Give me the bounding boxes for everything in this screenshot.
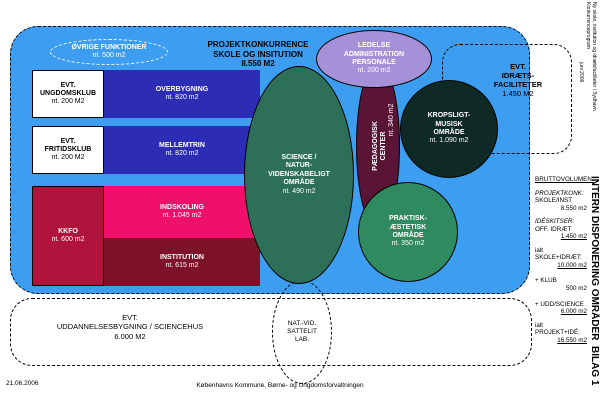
indskoling-value: nt. 1.045 m2 xyxy=(162,212,202,219)
idraet-line3: FACILITETER xyxy=(493,80,543,89)
header: PROJEKTKONKURRENCE SKOLE OG INSITUTION 8… xyxy=(198,40,318,69)
ialt1-label: ialt SKOLE+IDRÆT: xyxy=(535,246,582,262)
projekt-label2: SKOLE/INST xyxy=(535,197,573,205)
corner-note-line: Konkurrenceprogram xyxy=(584,2,591,49)
ledelse-line1: LEDELSE xyxy=(357,42,391,50)
indskoling-box: INDSKOLING nt. 1.045 m2 xyxy=(104,186,260,238)
kkfo-value: nt. 600 m2 xyxy=(51,236,85,243)
natvid-lab: NAT.-VID. SATTELIT LAB. xyxy=(272,280,332,384)
fritidsklub-box: EVT. FRITIDSKLUB nt. 200 M2 xyxy=(32,126,104,174)
praktisk-line3: OMRÅDE xyxy=(392,232,424,239)
institution-value: nt. 615 m2 xyxy=(165,262,199,269)
ungdomsklub-line2: UNGDOMSKLUB xyxy=(40,89,96,97)
ialt2-value: 16.550 m2 xyxy=(557,336,587,344)
klub-label: + KLUB xyxy=(535,277,557,285)
praktisk-line1: PRAKTISK- xyxy=(388,215,428,223)
ovrige-value: nt. 500 m2 xyxy=(92,52,126,59)
sidebar-heading: BRUTTOVOLUMEN: xyxy=(535,176,594,183)
idraet-line1: EVT. xyxy=(510,62,526,71)
footer-org: Københavns Kommune, Børne- og Ungdomsfor… xyxy=(196,382,364,389)
idraet-value: 1.450 M2 xyxy=(502,89,534,98)
mellemtrin-value: nt. 820 m2 xyxy=(165,150,199,157)
uddannelse-value: 6.000 M2 xyxy=(114,331,146,341)
natvid-line2: SATTELIT xyxy=(287,328,317,336)
uddannelse-label: EVT. UDDANNELSESBYGNING / SCIENCEHUS 6.0… xyxy=(20,313,240,341)
ide-label2: OFF. IDRÆT xyxy=(535,225,572,233)
ledelse-line3: PERSONALE xyxy=(352,59,396,66)
side-title: INTERN DISPONERING OMRÅDER BILAG 1 xyxy=(589,176,600,386)
udd-label: + UDD/SCIENCE xyxy=(535,300,584,308)
fritidsklub-value: nt. 200 M2 xyxy=(51,154,85,162)
institution-label: INSTITUTION xyxy=(160,253,204,261)
ide-label1: IDÉSKITSER: xyxy=(535,218,575,226)
header-subtitle: SKOLE OG INSITUTION xyxy=(213,49,303,59)
ovrige-funktioner: ØVRIGE FUNKTIONER nt. 500 m2 xyxy=(50,39,168,65)
ungdomsklub-line1: EVT. xyxy=(60,81,76,89)
ialt1-value: 10.000 m2 xyxy=(557,261,587,269)
mellemtrin-box: MELLEMTRIN nt. 820 m2 xyxy=(104,126,260,174)
paedagogisk-label: PÆDAGOGISK CENTER xyxy=(372,96,389,196)
praktisk-area: PRAKTISK- ÆSTETISK OMRÅDE nt. 350 m2 xyxy=(358,182,458,282)
ide-value: 1.450 m2 xyxy=(560,233,587,241)
indskoling-label: INDSKOLING xyxy=(160,203,204,211)
kropsligt-line1: KROPSLIGT- xyxy=(427,112,471,120)
ungdomsklub-value: nt. 200 M2 xyxy=(51,98,85,106)
overbygning-value: nt. 820 m2 xyxy=(165,94,199,101)
fritidsklub-line2: FRITIDSKLUB xyxy=(44,145,92,153)
paedagogisk-value: nt. 340 m2 xyxy=(388,103,395,137)
header-area: 8.550 M2 xyxy=(241,59,275,69)
udd-value: 6.000 m2 xyxy=(560,308,587,316)
science-line2: NATUR- xyxy=(285,162,313,170)
science-line1: SCIENCE / xyxy=(281,154,317,162)
praktisk-line2: ÆSTETISK xyxy=(389,223,427,231)
projekt-value: 8.550 m2 xyxy=(560,204,587,212)
kropsligt-line2: MUSISK xyxy=(435,120,463,128)
klub-value: 500 m2 xyxy=(565,285,587,293)
bruttovolumen-panel: BRUTTOVOLUMEN: PROJEKTKONK: SKOLE/INST 8… xyxy=(535,176,594,344)
ovrige-label: ØVRIGE FUNKTIONER xyxy=(71,43,147,51)
fritidsklub-line1: EVT. xyxy=(60,137,76,145)
science-line4: OMRÅDE xyxy=(283,179,315,187)
ledelse-area: LEDELSE ADMINISTRATION PERSONALE nt. 200… xyxy=(316,30,432,88)
science-area: SCIENCE / NATUR- VIDENSKABELIGT OMRÅDE n… xyxy=(244,66,354,284)
uddannelse-line2: UDDANNELSESBYGNING / SCIENCEHUS xyxy=(56,322,204,332)
ungdomsklub-box: EVT. UNGDOMSKLUB nt. 200 M2 xyxy=(32,70,104,118)
kropsligt-value: nt. 1.090 m2 xyxy=(429,137,469,145)
kkfo-label: KKFO xyxy=(58,227,78,235)
overbygning-box: OVERBYGNING nt. 820 m2 xyxy=(104,70,260,118)
praktisk-value: nt. 350 m2 xyxy=(391,240,425,248)
natvid-line3: LAB. xyxy=(294,335,310,343)
natvid-line1: NAT.-VID. xyxy=(287,320,317,328)
science-line3: VIDENSKABELIGT xyxy=(268,170,330,178)
kkfo-box: KKFO nt. 600 m2 xyxy=(32,186,104,286)
corner-note-line: Ny skole, institution og idrætsfacilitet… xyxy=(591,2,597,113)
uddannelse-line1: EVT. xyxy=(122,313,138,322)
paedagogisk-line1: PÆDAGOGISK xyxy=(372,121,379,171)
institution-box: INSTITUTION nt. 615 m2 xyxy=(104,238,260,286)
ledelse-value: nt. 200 m2 xyxy=(357,67,391,75)
footer-date: 21.06.2006 xyxy=(6,380,39,387)
overbygning-label: OVERBYGNING xyxy=(155,85,209,93)
idraet-label: EVT. IDRÆTS- FACILITETER 1.450 M2 xyxy=(476,62,560,98)
ialt2-label: ialt PROJEKT+IDÉ: xyxy=(535,321,580,337)
uddannelse-region xyxy=(10,298,532,366)
corner-note: Ny skole, institution og idrætsfacilitet… xyxy=(578,2,598,113)
science-value: nt. 490 m2 xyxy=(282,187,316,195)
projekt-label1: PROJEKTKONK: xyxy=(535,189,584,197)
idraet-line2: IDRÆTS- xyxy=(501,71,535,80)
mellemtrin-label: MELLEMTRIN xyxy=(159,141,205,149)
header-title: PROJEKTKONKURRENCE xyxy=(207,40,309,49)
ledelse-line2: ADMINISTRATION xyxy=(343,50,405,58)
kropsligt-line3: OMRÅDE xyxy=(433,129,465,136)
kropsligt-area: KROPSLIGT- MUSISK OMRÅDE nt. 1.090 m2 xyxy=(400,80,498,178)
